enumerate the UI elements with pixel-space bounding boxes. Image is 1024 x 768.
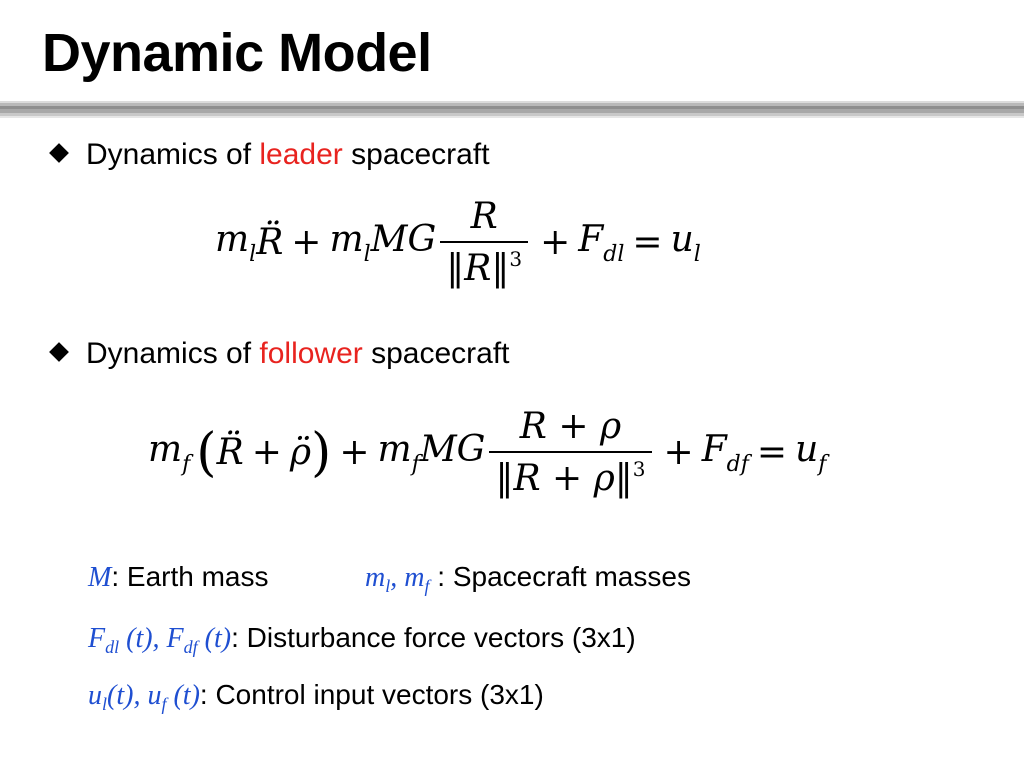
definition-masses: ml, mf : Spacecraft masses [365,561,691,596]
bullet-follower: Dynamics of follower spacecraft [49,336,510,372]
highlight-leader: leader [259,138,343,171]
leader-equation: ml R̈ + mlMG R‖R‖3 + Fdl = ul [215,196,701,289]
definition-earth-mass: M: Earth mass [88,561,269,593]
diamond-bullet-icon [49,143,69,163]
bullet-leader: Dynamics of leader spacecraft [49,137,490,173]
definition-control: ul(t), uf (t): Control input vectors (3x… [88,679,544,714]
diamond-bullet-icon [49,342,69,362]
definition-disturbance: Fdl (t), Fdf (t): Disturbance force vect… [88,622,636,657]
follower-equation: mf ( R̈ + ρ̈ ) + mfMG R + ρ‖R + ρ‖3 + Fd… [148,406,827,499]
highlight-follower: follower [259,337,363,370]
slide-title: Dynamic Model [42,23,432,83]
